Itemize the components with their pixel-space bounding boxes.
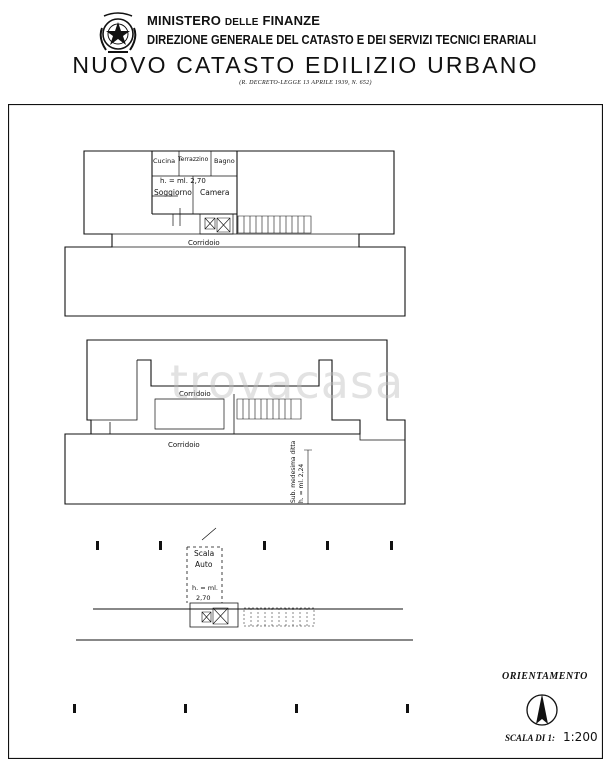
room-label-bath: Bagno (214, 157, 235, 165)
compass-icon (526, 694, 558, 726)
plan-lower (76, 527, 413, 641)
scale-value: 1:200 (563, 730, 598, 744)
page-title: NUOVO CATASTO EDILIZIO URBANO (72, 52, 539, 78)
garage-label-line1: Scala (194, 549, 214, 558)
watermark: trovacasa (170, 355, 405, 409)
orientation-label: ORIENTAMENTO (502, 671, 588, 682)
pillar-marks (73, 541, 409, 713)
room-label-living: Soggiorno (154, 188, 192, 197)
room-label-bedroom: Camera (200, 188, 229, 197)
floor-plan-sheet: Cucina Terrazzino Bagno h. = ml. 2,70 So… (8, 104, 603, 759)
room-label-terrace: Terrazzino (177, 156, 209, 163)
republic-emblem-icon (99, 12, 137, 53)
plan-upper (64, 150, 406, 317)
room-label-kitchen: Cucina (153, 157, 175, 165)
decree-reference: (R. DECRETO-LEGGE 13 APRILE 1939, N. 652… (239, 80, 372, 86)
ministry-name: MINISTERO DELLE FINANZE (147, 13, 321, 28)
room-label-corridor-middle-top: Corridoio (179, 390, 211, 398)
plan-middle (64, 339, 406, 505)
room-label-corridor-upper: Corridoio (188, 239, 220, 247)
direction-name: DIREZIONE GENERALE DEL CATASTO E DEI SER… (147, 32, 537, 47)
neighbor-note: Sub. medesima ditta (290, 440, 297, 503)
height-label-middle: h. = ml. 2,24 (298, 464, 305, 503)
scale-label: SCALA DI 1: (505, 733, 556, 743)
height-label-lower-2: 2,70 (196, 594, 210, 602)
document-header: MINISTERO DELLE FINANZE DIREZIONE GENERA… (0, 0, 611, 100)
garage-label-line2: Auto (195, 560, 213, 569)
room-label-corridor-middle-bottom: Corridoio (168, 441, 200, 449)
height-label-lower-1: h. = ml. (192, 584, 218, 592)
height-label-upper: h. = ml. 2,70 (160, 177, 206, 185)
